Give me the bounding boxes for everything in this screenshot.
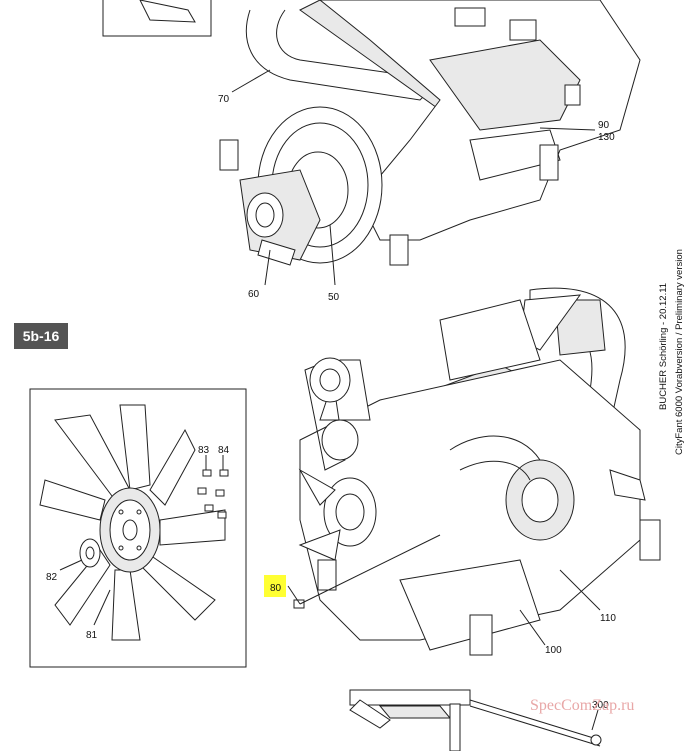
section-tag: 5b-16 [14, 323, 68, 349]
callout-82: 82 [46, 572, 58, 583]
callout-50: 50 [328, 292, 340, 303]
bottom-linkage-drawing [349, 689, 602, 751]
callout-70: 70 [218, 94, 230, 105]
callout-90: 90 [598, 120, 610, 131]
callout-60: 60 [248, 289, 260, 300]
watermark: SpecComZap.ru [530, 697, 634, 714]
callout-80: 80 [270, 583, 282, 594]
side-text-line1: BUCHER Schörling - 20.12.11 [658, 283, 669, 410]
callout-110: 110 [600, 613, 616, 624]
highlighted-callout-80 [264, 575, 286, 597]
callout-130: 130 [598, 132, 615, 143]
top-engine-drawing [102, 0, 641, 286]
side-text-line2: CityFant 6000 Vorabversion / Preliminary… [674, 249, 685, 455]
bottom-engine-drawing [287, 287, 661, 656]
callout-100: 100 [545, 645, 562, 656]
callout-81: 81 [86, 630, 98, 641]
fan-inset-box [29, 388, 247, 668]
fan-drawing [39, 404, 229, 641]
callout-84: 84 [218, 445, 230, 456]
top-inset-box [102, 0, 212, 37]
callout-300: 300 [592, 700, 609, 711]
callout-83: 83 [198, 445, 210, 456]
